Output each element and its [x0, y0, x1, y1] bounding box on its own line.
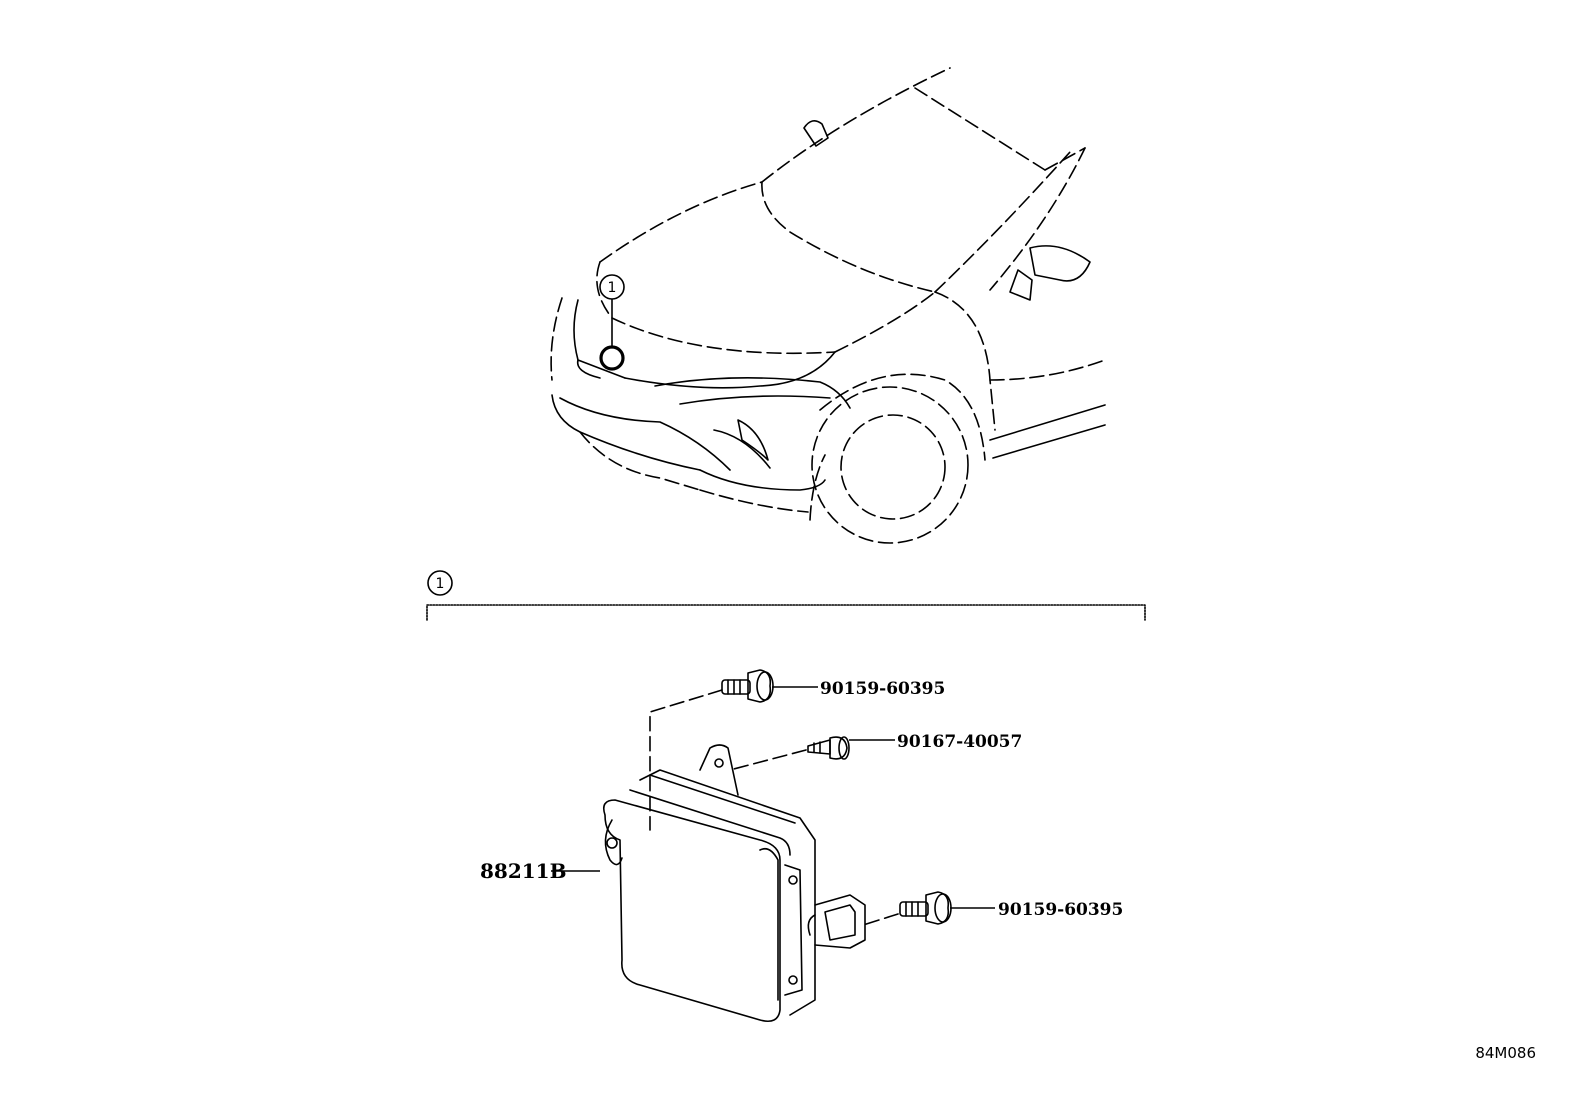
screw-illustration	[807, 736, 850, 760]
vehicle-front-illustration: 1	[550, 67, 1106, 544]
assembly-callout-number: 1	[436, 576, 445, 592]
part-number-bolt-bottom: 90159-60395	[998, 900, 1123, 920]
assembly-callout-circle	[427, 570, 453, 596]
bolt-top-illustration	[721, 669, 774, 703]
radar-sensor-illustration	[602, 744, 866, 1023]
part-number-bolt-top: 90159-60395	[820, 679, 945, 699]
assembly-bracket: 1	[426, 570, 1146, 621]
sensor-location-marker	[599, 345, 625, 371]
bolt-bottom-illustration	[899, 891, 952, 925]
part-number-screw: 90167-40057	[897, 732, 1022, 752]
part-number-radar-sensor: 88211B	[480, 859, 566, 883]
location-callout-number: 1	[608, 280, 617, 296]
illustration-code: 84M086	[1475, 1044, 1536, 1062]
